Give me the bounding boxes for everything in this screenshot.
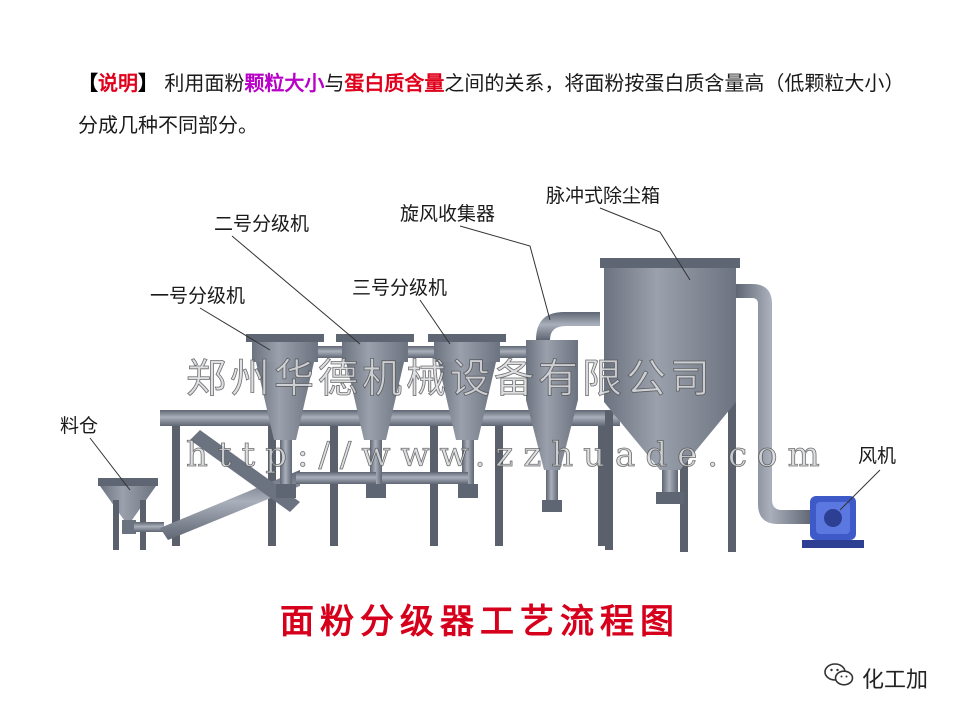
- label-classifier-1: 一号分级机: [150, 285, 245, 307]
- leader-lines: [89, 207, 881, 511]
- brand-watermark: 化工加: [824, 662, 928, 694]
- classifier-2: [336, 334, 414, 498]
- label-fan: 风机: [858, 445, 896, 467]
- cyclone-collector: [526, 312, 600, 512]
- description-tag: 说明: [98, 71, 138, 95]
- classifier-1: [246, 334, 324, 498]
- label-bin: 料仓: [60, 415, 98, 437]
- bracket-close: 】: [138, 71, 158, 95]
- flow-chart-title: 面粉分级器工艺流程图: [280, 602, 680, 642]
- watermark-company: 郑州华德机械设备有限公司: [186, 356, 714, 402]
- highlight-protein: 蛋白质含量: [344, 71, 445, 95]
- fan: [802, 496, 864, 548]
- description-part3: 之间的关系，将面粉按蛋白质含量高（低颗粒大小）分成几种不同部分。: [78, 71, 905, 137]
- process-diagram: 料仓 一号分级机 二号分级机 三号分级机 旋风收集器 脉冲式除尘箱 风机 郑州华…: [60, 185, 896, 552]
- label-classifier-2: 二号分级机: [214, 213, 309, 235]
- feed-bin: [98, 478, 164, 550]
- feed-conveyor: [160, 430, 300, 540]
- description-part2: 与: [324, 71, 345, 95]
- label-classifier-3: 三号分级机: [352, 277, 447, 299]
- label-dust-box: 脉冲式除尘箱: [546, 185, 660, 207]
- pulse-dust-box: [600, 258, 740, 504]
- classifier-3: [428, 334, 506, 498]
- wechat-icon: [824, 662, 854, 694]
- description-text: 【说明】 利用面粉颗粒大小与蛋白质含量之间的关系，将面粉按蛋白质含量高（低颗粒大…: [78, 62, 908, 146]
- bracket-open: 【: [78, 71, 98, 95]
- watermark-url: http://www.zzhuade.com: [186, 435, 830, 475]
- brand-name: 化工加: [861, 668, 928, 693]
- label-cyclone: 旋风收集器: [400, 203, 495, 225]
- exhaust-pipe: [736, 284, 812, 524]
- highlight-particle-size: 颗粒大小: [244, 71, 325, 95]
- description-part1: 利用面粉: [164, 71, 245, 95]
